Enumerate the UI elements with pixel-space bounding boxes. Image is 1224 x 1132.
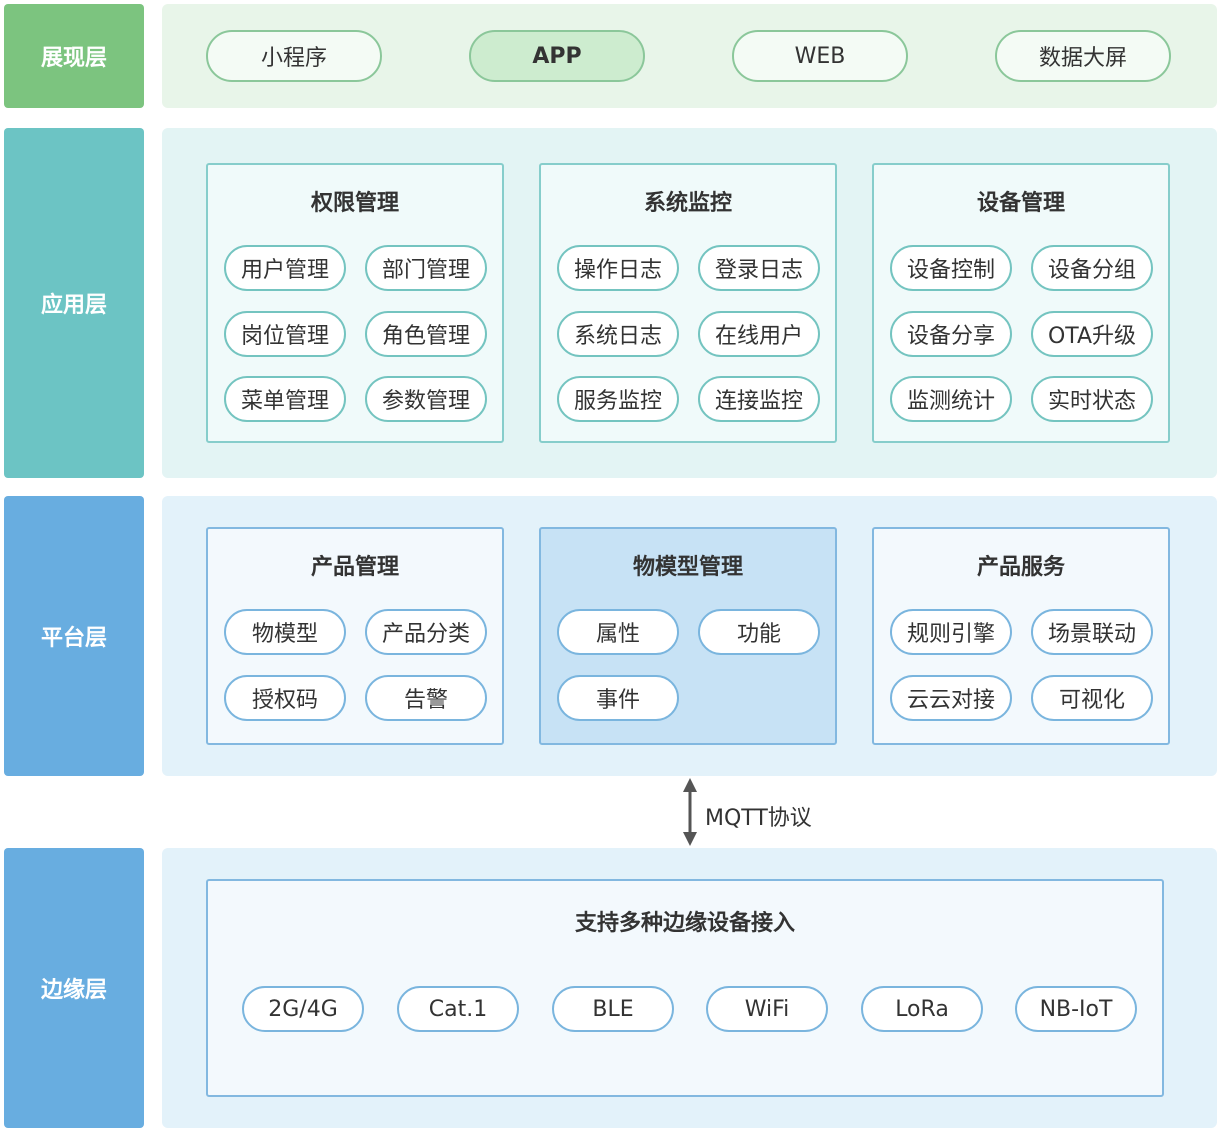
module-item-system-log[interactable]: 系统日志 <box>557 311 679 357</box>
module-item-thing-model[interactable]: 物模型 <box>224 609 346 655</box>
module-item-property[interactable]: 属性 <box>557 609 679 655</box>
module-item-device-control[interactable]: 设备控制 <box>890 245 1012 291</box>
module-item-operation-log[interactable]: 操作日志 <box>557 245 679 291</box>
module-item-department-management[interactable]: 部门管理 <box>365 245 487 291</box>
module-thing-model-management: 物模型管理 属性 功能 事件 <box>539 527 837 745</box>
presentation-item-web[interactable]: WEB <box>732 30 908 82</box>
module-item-role-management[interactable]: 角色管理 <box>365 311 487 357</box>
module-item-alarm[interactable]: 告警 <box>365 675 487 721</box>
module-item-connection-monitoring[interactable]: 连接监控 <box>698 376 820 422</box>
module-item-ota-upgrade[interactable]: OTA升级 <box>1031 311 1153 357</box>
layer-label-platform: 平台层 <box>4 496 144 776</box>
module-item-product-category[interactable]: 产品分类 <box>365 609 487 655</box>
presentation-item-mini-program[interactable]: 小程序 <box>206 30 382 82</box>
edge-item-nb-iot[interactable]: NB-IoT <box>1015 986 1137 1032</box>
module-title: 产品服务 <box>976 555 1065 580</box>
module-title: 设备管理 <box>976 191 1065 216</box>
bidirectional-arrow-icon <box>683 778 697 846</box>
edge-item-2g-4g[interactable]: 2G/4G <box>242 986 364 1032</box>
module-title: 系统监控 <box>643 191 732 216</box>
module-title: 支持多种边缘设备接入 <box>574 911 795 936</box>
module-item-auth-code[interactable]: 授权码 <box>224 675 346 721</box>
module-title: 产品管理 <box>310 555 399 580</box>
presentation-item-data-screen[interactable]: 数据大屏 <box>995 30 1171 82</box>
edge-item-cat1[interactable]: Cat.1 <box>397 986 519 1032</box>
module-item-visualization[interactable]: 可视化 <box>1031 675 1153 721</box>
edge-item-wifi[interactable]: WiFi <box>706 986 828 1032</box>
layer-label-edge: 边缘层 <box>4 848 144 1128</box>
module-item-monitoring-statistics[interactable]: 监测统计 <box>890 376 1012 422</box>
module-product-service: 产品服务 规则引擎 场景联动 云云对接 可视化 <box>872 527 1170 745</box>
module-item-function[interactable]: 功能 <box>698 609 820 655</box>
module-item-rule-engine[interactable]: 规则引擎 <box>890 609 1012 655</box>
module-title: 物模型管理 <box>632 555 743 580</box>
protocol-label: MQTT协议 <box>705 806 812 831</box>
module-product-management: 产品管理 物模型 产品分类 授权码 告警 <box>206 527 504 745</box>
module-item-parameter-management[interactable]: 参数管理 <box>365 376 487 422</box>
module-item-cloud-integration[interactable]: 云云对接 <box>890 675 1012 721</box>
module-item-login-log[interactable]: 登录日志 <box>698 245 820 291</box>
module-item-realtime-status[interactable]: 实时状态 <box>1031 376 1153 422</box>
module-item-user-management[interactable]: 用户管理 <box>224 245 346 291</box>
module-title: 权限管理 <box>310 191 399 216</box>
module-item-device-sharing[interactable]: 设备分享 <box>890 311 1012 357</box>
layer-label-application: 应用层 <box>4 128 144 478</box>
layer-label-presentation: 展现层 <box>4 4 144 108</box>
edge-item-lora[interactable]: LoRa <box>861 986 983 1032</box>
module-item-service-monitoring[interactable]: 服务监控 <box>557 376 679 422</box>
presentation-item-app[interactable]: APP <box>469 30 645 82</box>
module-permission-management: 权限管理 用户管理 部门管理 岗位管理 角色管理 菜单管理 参数管理 <box>206 163 504 443</box>
module-device-management: 设备管理 设备控制 设备分组 设备分享 OTA升级 监测统计 实时状态 <box>872 163 1170 443</box>
module-item-menu-management[interactable]: 菜单管理 <box>224 376 346 422</box>
module-item-event[interactable]: 事件 <box>557 675 679 721</box>
module-item-post-management[interactable]: 岗位管理 <box>224 311 346 357</box>
module-item-scene-linkage[interactable]: 场景联动 <box>1031 609 1153 655</box>
module-item-online-users[interactable]: 在线用户 <box>698 311 820 357</box>
edge-item-ble[interactable]: BLE <box>552 986 674 1032</box>
module-item-device-grouping[interactable]: 设备分组 <box>1031 245 1153 291</box>
module-edge-device-access: 支持多种边缘设备接入 2G/4G Cat.1 BLE WiFi LoRa NB-… <box>206 879 1164 1097</box>
module-system-monitoring: 系统监控 操作日志 登录日志 系统日志 在线用户 服务监控 连接监控 <box>539 163 837 443</box>
